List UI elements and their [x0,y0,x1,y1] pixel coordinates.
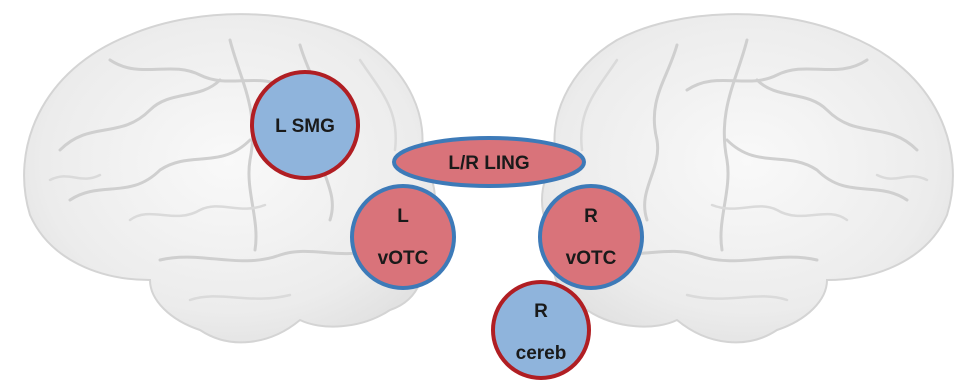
region-lr-ling: L/R LING [394,138,584,186]
region-l-votc-marker [352,186,454,288]
region-r-votc-label-line2: vOTC [566,248,617,269]
left-hemisphere [24,14,435,342]
region-lr-ling-label: L/R LING [448,153,529,174]
region-l-votc: L vOTC [352,186,454,288]
region-r-cereb-label-line1: R [534,301,548,322]
region-l-smg: L SMG [252,72,358,178]
region-r-cereb-label-line2: cereb [516,343,567,364]
region-r-votc-label-line1: R [584,206,598,227]
region-l-smg-label: L SMG [275,116,335,137]
right-hemisphere [542,14,953,342]
region-r-votc-marker [540,186,642,288]
region-l-votc-label-line1: L [397,206,409,227]
region-r-votc: R vOTC [540,186,642,288]
region-l-votc-label-line2: vOTC [378,248,429,269]
region-r-cereb: R cereb [493,282,589,378]
